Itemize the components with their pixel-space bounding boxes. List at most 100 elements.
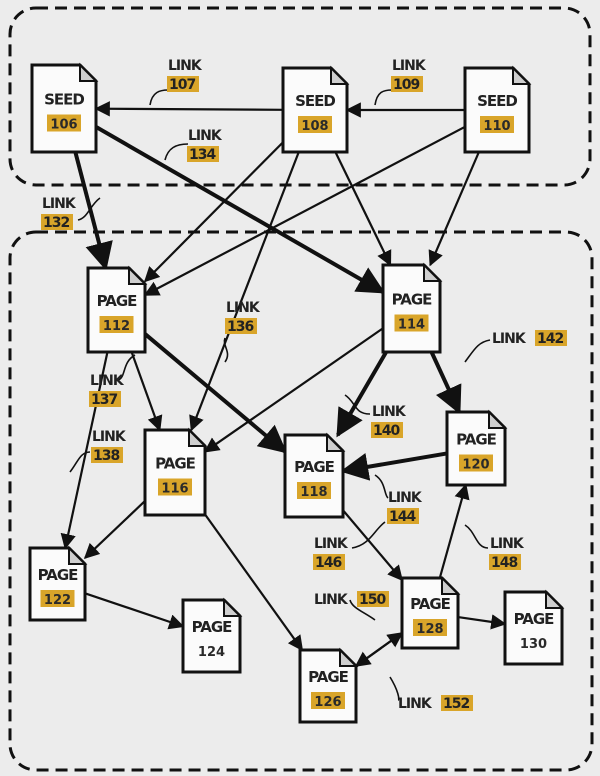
link-number: 132 bbox=[43, 215, 69, 231]
link-148-label: LINK 148 bbox=[489, 536, 526, 571]
node-type-label: SEED bbox=[477, 92, 517, 110]
link-word: LINK bbox=[90, 373, 125, 389]
link-152-leader bbox=[389, 676, 400, 701]
number-highlight bbox=[158, 478, 192, 496]
number-highlight bbox=[394, 314, 429, 332]
page-122-node[interactable]: PAGE 122 bbox=[28, 545, 88, 622]
edge-112-to-116 bbox=[130, 351, 163, 432]
link-word: LINK bbox=[314, 536, 349, 552]
number-highlight bbox=[187, 146, 219, 162]
node-number-label: 124 bbox=[198, 645, 225, 660]
link-number: 138 bbox=[93, 448, 119, 464]
link-number: 144 bbox=[389, 509, 416, 525]
edge-126-to-128 bbox=[355, 632, 404, 667]
link-146-leader bbox=[351, 521, 386, 549]
node-number-label: 114 bbox=[398, 318, 425, 333]
seed-110-node[interactable]: SEED 110 bbox=[463, 65, 532, 154]
edge-112-to-118 bbox=[143, 332, 288, 454]
link-word: LINK bbox=[372, 404, 407, 420]
edge-112-to-122 bbox=[60, 351, 109, 550]
link-134-leader bbox=[164, 143, 189, 161]
node-type-label: PAGE bbox=[294, 458, 335, 476]
page-fold-icon bbox=[330, 65, 350, 85]
edge-128-to-130 bbox=[457, 614, 507, 630]
number-highlight bbox=[387, 508, 419, 524]
edge-110-to-114 bbox=[428, 151, 480, 267]
node-number-label: 126 bbox=[314, 695, 341, 710]
edge-128-to-120 bbox=[438, 483, 470, 579]
page-region bbox=[8, 230, 594, 772]
link-number: 109 bbox=[393, 77, 419, 93]
node-number-label: 108 bbox=[301, 119, 328, 134]
node-type-label: PAGE bbox=[514, 610, 555, 628]
edge-106-to-114 bbox=[95, 125, 386, 294]
number-highlight bbox=[40, 590, 75, 607]
edge-122-to-124 bbox=[84, 592, 185, 630]
number-highlight bbox=[391, 76, 423, 92]
node-type-label: PAGE bbox=[456, 431, 497, 449]
page-130-node[interactable]: PAGE 130 bbox=[503, 589, 565, 666]
edge-116-to-122 bbox=[83, 500, 146, 559]
link-number: 148 bbox=[491, 555, 517, 571]
page-128-node[interactable]: PAGE 128 bbox=[400, 575, 461, 650]
edge-114-to-120 bbox=[429, 351, 462, 415]
page-fold-icon bbox=[128, 265, 148, 285]
link-140-leader bbox=[344, 394, 371, 415]
node-number-label: 106 bbox=[50, 118, 77, 133]
link-word: LINK bbox=[492, 331, 527, 347]
number-highlight bbox=[91, 447, 123, 463]
node-type-label: PAGE bbox=[155, 455, 196, 473]
node-number-label: 110 bbox=[483, 119, 510, 134]
number-highlight bbox=[371, 422, 403, 438]
node-type-label: PAGE bbox=[410, 595, 451, 613]
link-137-leader bbox=[117, 354, 136, 381]
number-highlight bbox=[413, 619, 447, 636]
link-number: 152 bbox=[443, 696, 469, 712]
node-number-label: 122 bbox=[44, 593, 71, 608]
link-word: LINK bbox=[392, 58, 427, 74]
node-number-label: 112 bbox=[103, 319, 130, 334]
number-highlight bbox=[535, 330, 567, 346]
number-highlight bbox=[459, 454, 493, 472]
node-number-label: 116 bbox=[161, 482, 188, 497]
link-138-leader bbox=[69, 451, 91, 473]
link-number: 146 bbox=[315, 555, 341, 571]
node-number-label: 130 bbox=[520, 637, 547, 652]
page-fold-icon bbox=[223, 597, 243, 617]
document-icon bbox=[181, 598, 242, 674]
page-116-node[interactable]: PAGE 116 bbox=[143, 427, 208, 517]
link-number: 107 bbox=[169, 77, 195, 93]
node-type-label: PAGE bbox=[38, 566, 79, 584]
number-highlight bbox=[225, 318, 257, 334]
link-number: 136 bbox=[227, 319, 253, 335]
link-132-leader bbox=[77, 197, 101, 221]
link-word: LINK bbox=[398, 696, 433, 712]
link-148-leader bbox=[464, 524, 489, 549]
link-109-leader bbox=[374, 89, 393, 106]
page-fold-icon bbox=[79, 62, 99, 82]
node-number-label: 128 bbox=[416, 622, 443, 637]
link-140-label: LINK 140 bbox=[371, 404, 408, 439]
page-fold-icon bbox=[512, 65, 532, 85]
link-number: 140 bbox=[373, 423, 400, 439]
link-146-label: LINK 146 bbox=[313, 536, 350, 571]
link-number: 137 bbox=[91, 392, 117, 408]
page-fold-icon bbox=[339, 647, 359, 667]
link-word: LINK bbox=[490, 536, 525, 552]
page-fold-icon bbox=[188, 427, 208, 447]
number-highlight bbox=[89, 391, 121, 407]
link-word: LINK bbox=[42, 196, 77, 212]
page-fold-icon bbox=[441, 575, 461, 595]
